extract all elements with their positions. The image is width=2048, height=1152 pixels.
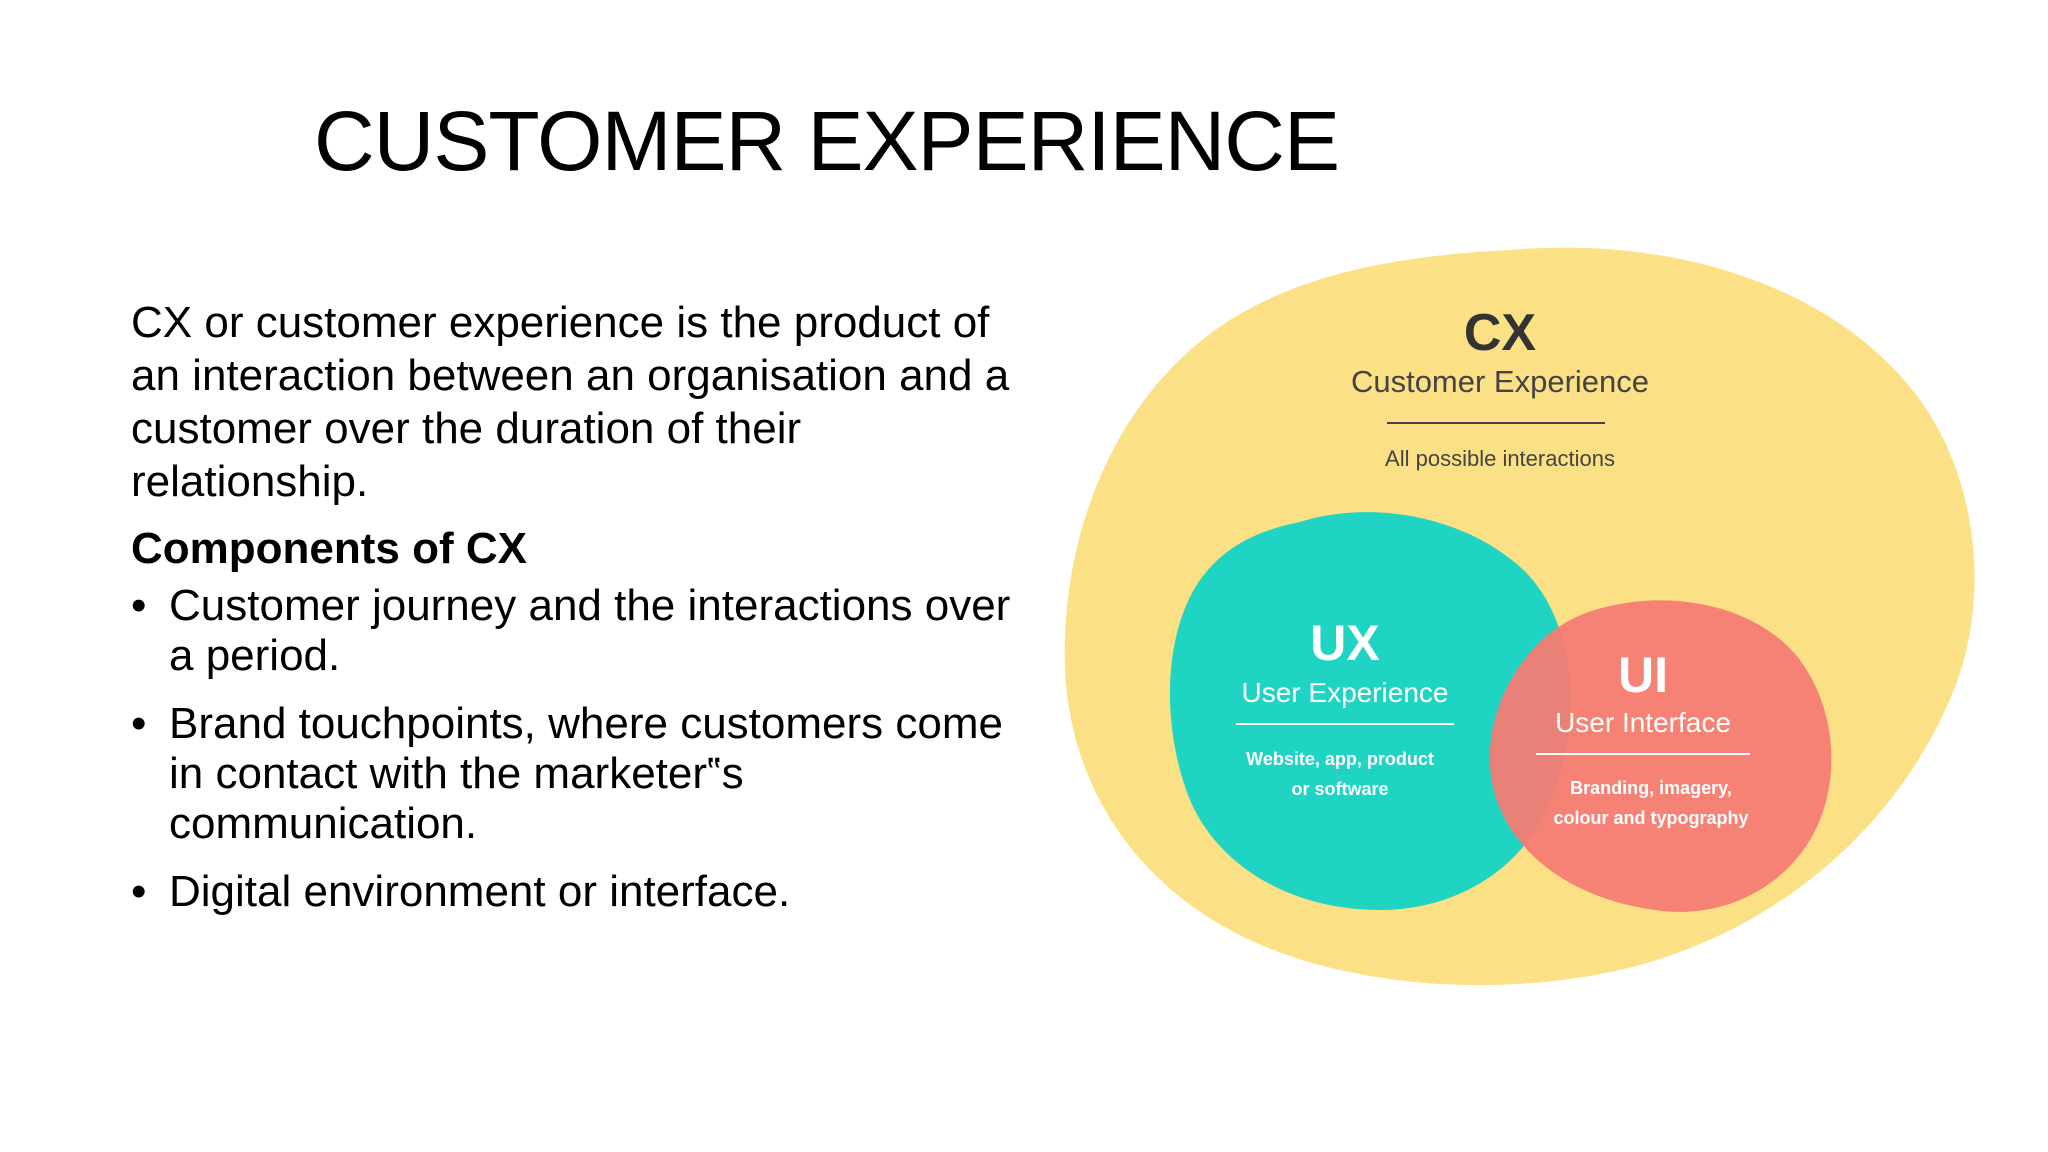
ui-blob — [1489, 600, 1832, 912]
bullet-icon: • — [131, 867, 147, 916]
ux-description-line-2: or software — [1291, 779, 1388, 799]
list-item: • Brand touchpoints, where customers com… — [131, 699, 1031, 849]
ux-name: User Experience — [1242, 677, 1449, 708]
ui-description-line-2: colour and typography — [1553, 808, 1748, 828]
bullet-text: Customer journey and the interactions ov… — [169, 581, 1011, 680]
list-item: • Customer journey and the interactions … — [131, 581, 1031, 681]
ux-blob — [1169, 512, 1571, 910]
components-list: • Customer journey and the interactions … — [131, 581, 1031, 917]
ux-description-line-1: Website, app, product — [1246, 749, 1434, 769]
bullet-icon: • — [131, 699, 147, 748]
bullet-text: Brand touchpoints, where customers come … — [169, 699, 1003, 848]
ui-description-line-1: Branding, imagery, — [1570, 778, 1732, 798]
cx-name: Customer Experience — [1351, 364, 1649, 399]
slide-content: CX or customer experience is the product… — [131, 296, 1031, 917]
components-heading: Components of CX — [131, 524, 527, 573]
cx-ux-ui-diagram: CX Customer Experience All possible inte… — [1040, 230, 2000, 1000]
ux-abbr: UX — [1310, 615, 1379, 671]
intro-paragraph: CX or customer experience is the product… — [131, 298, 1010, 506]
bullet-icon: • — [131, 581, 147, 630]
cx-abbr: CX — [1464, 304, 1537, 362]
ui-name: User Interface — [1555, 707, 1731, 738]
cx-description: All possible interactions — [1385, 446, 1615, 471]
ui-abbr: UI — [1618, 647, 1668, 703]
list-item: • Digital environment or interface. — [131, 867, 1031, 917]
diagram-svg: CX Customer Experience All possible inte… — [1064, 247, 1975, 986]
slide-title: CUSTOMER EXPERIENCE — [314, 94, 1340, 188]
bullet-text: Digital environment or interface. — [169, 867, 791, 916]
